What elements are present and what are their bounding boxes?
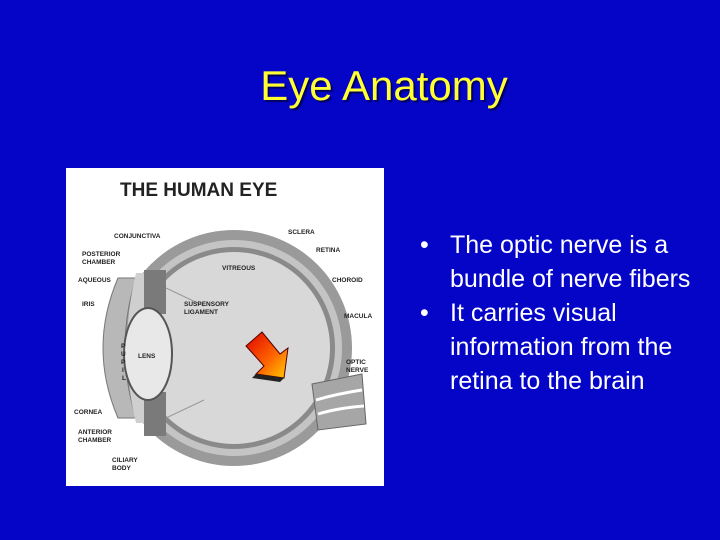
label-optic-2: NERVE xyxy=(346,367,369,374)
label-ciliary-1: CILIARY xyxy=(112,457,138,464)
label-pupil-i: I xyxy=(122,367,124,374)
label-iris: IRIS xyxy=(82,301,95,308)
label-pupil-u: U xyxy=(121,351,126,358)
label-posterior-1: POSTERIOR xyxy=(82,251,121,258)
label-conjunctiva: CONJUNCTIVA xyxy=(114,233,161,240)
label-choroid: CHOROID xyxy=(332,277,363,284)
label-optic-1: OPTIC xyxy=(346,359,366,366)
slide-title: Eye Anatomy xyxy=(0,62,720,110)
label-suspensory-1: SUSPENSORY xyxy=(184,301,230,308)
label-anterior-1: ANTERIOR xyxy=(78,429,112,436)
label-lens: LENS xyxy=(138,353,156,360)
eye-anatomy-diagram: THE HUMAN EYE CONJUNCTIVA POSTERIOR CHAM… xyxy=(66,168,384,486)
diagram-heading: THE HUMAN EYE xyxy=(120,180,277,201)
label-sclera: SCLERA xyxy=(288,229,315,236)
bullet-item: The optic nerve is a bundle of nerve fib… xyxy=(420,228,710,296)
label-anterior-2: CHAMBER xyxy=(78,437,112,444)
label-suspensory-2: LIGAMENT xyxy=(184,309,218,316)
bullet-list: The optic nerve is a bundle of nerve fib… xyxy=(420,228,710,398)
bullet-item: It carries visual information from the r… xyxy=(420,296,710,398)
label-ciliary-2: BODY xyxy=(112,465,131,472)
optic-nerve-shape xyxy=(312,374,366,430)
label-cornea: CORNEA xyxy=(74,409,102,416)
label-pupil-p1: P xyxy=(121,343,126,350)
label-pupil-p2: P xyxy=(121,359,126,366)
label-macula: MACULA xyxy=(344,313,372,320)
label-vitreous: VITREOUS xyxy=(222,265,256,272)
label-pupil-l: L xyxy=(122,375,126,382)
label-posterior-2: CHAMBER xyxy=(82,259,116,266)
label-aqueous: AQUEOUS xyxy=(78,277,112,284)
label-retina: RETINA xyxy=(316,247,341,254)
